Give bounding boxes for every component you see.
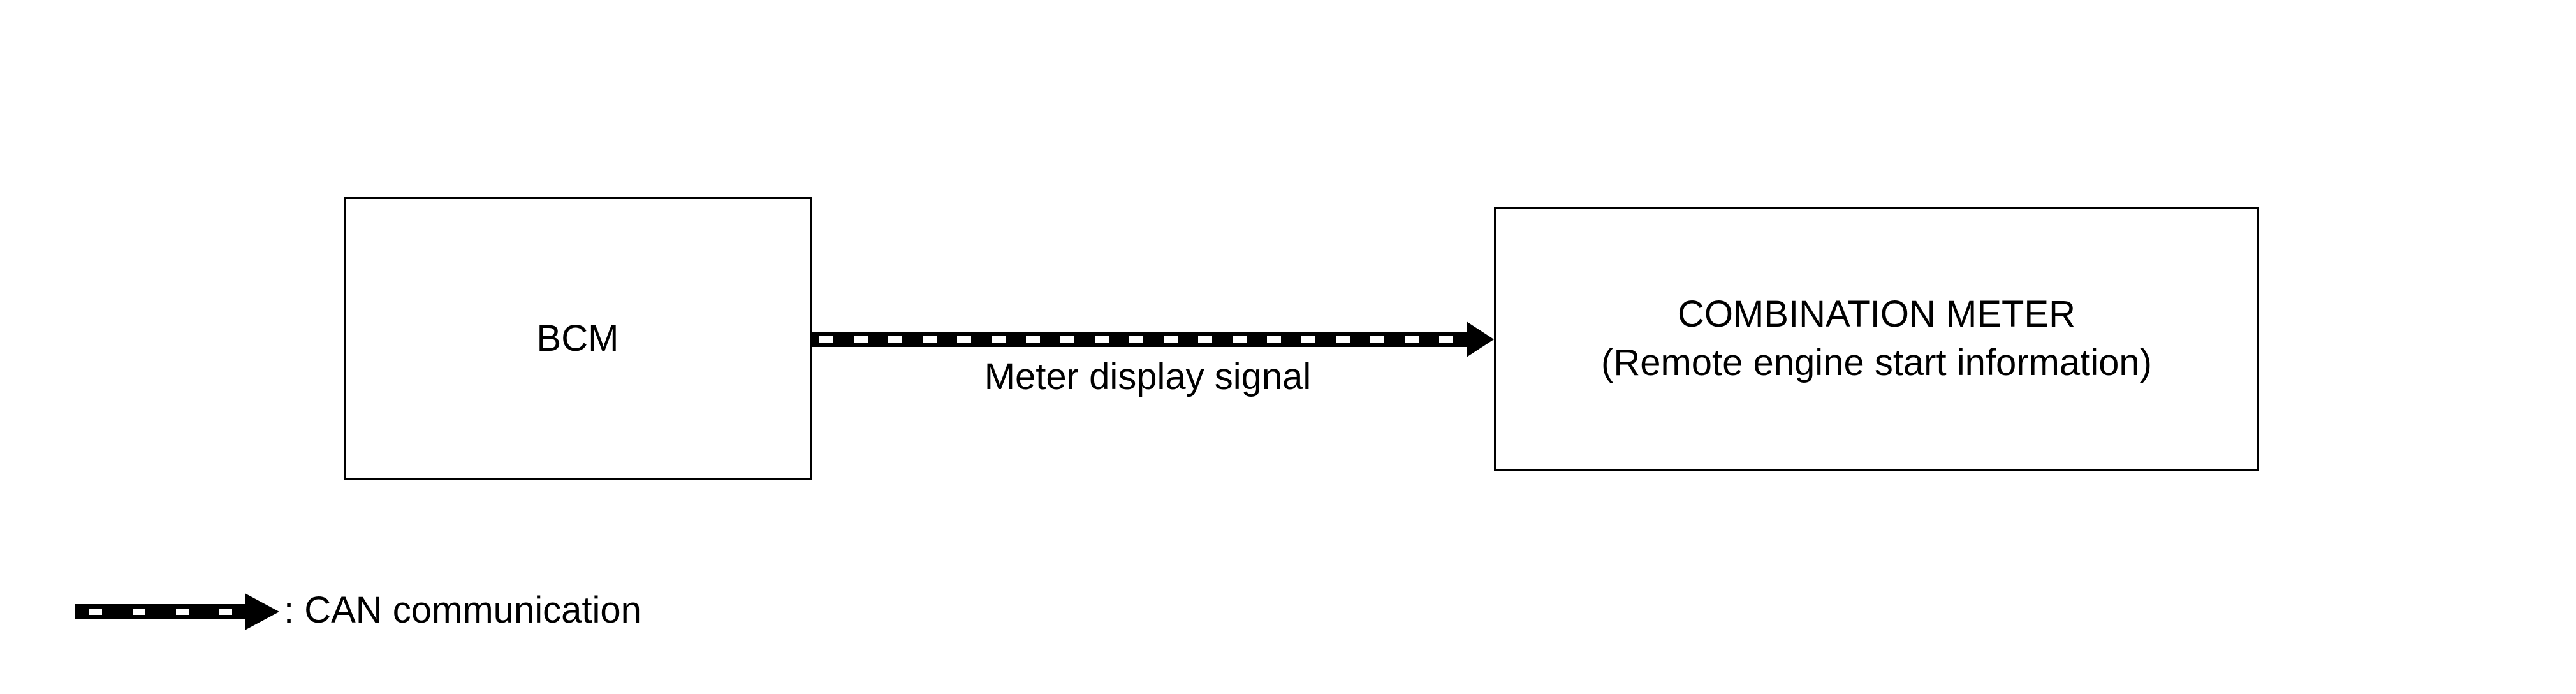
legend-can-arrow <box>75 593 279 630</box>
combination-meter-block: COMBINATION METER (Remote engine start i… <box>1494 207 2259 471</box>
can-arrow-head <box>1467 321 1494 357</box>
meter-display-signal-label: Meter display signal <box>984 356 1312 397</box>
legend-can-label: : CAN communication <box>284 589 641 631</box>
bcm-label: BCM <box>536 318 619 359</box>
bcm-block: BCM <box>344 197 812 480</box>
combination-meter-title: COMBINATION METER <box>1677 293 2076 335</box>
combination-meter-subtitle: (Remote engine start information) <box>1601 342 2152 383</box>
legend-arrow-head <box>245 593 279 630</box>
can-signal-arrow <box>812 321 1494 357</box>
